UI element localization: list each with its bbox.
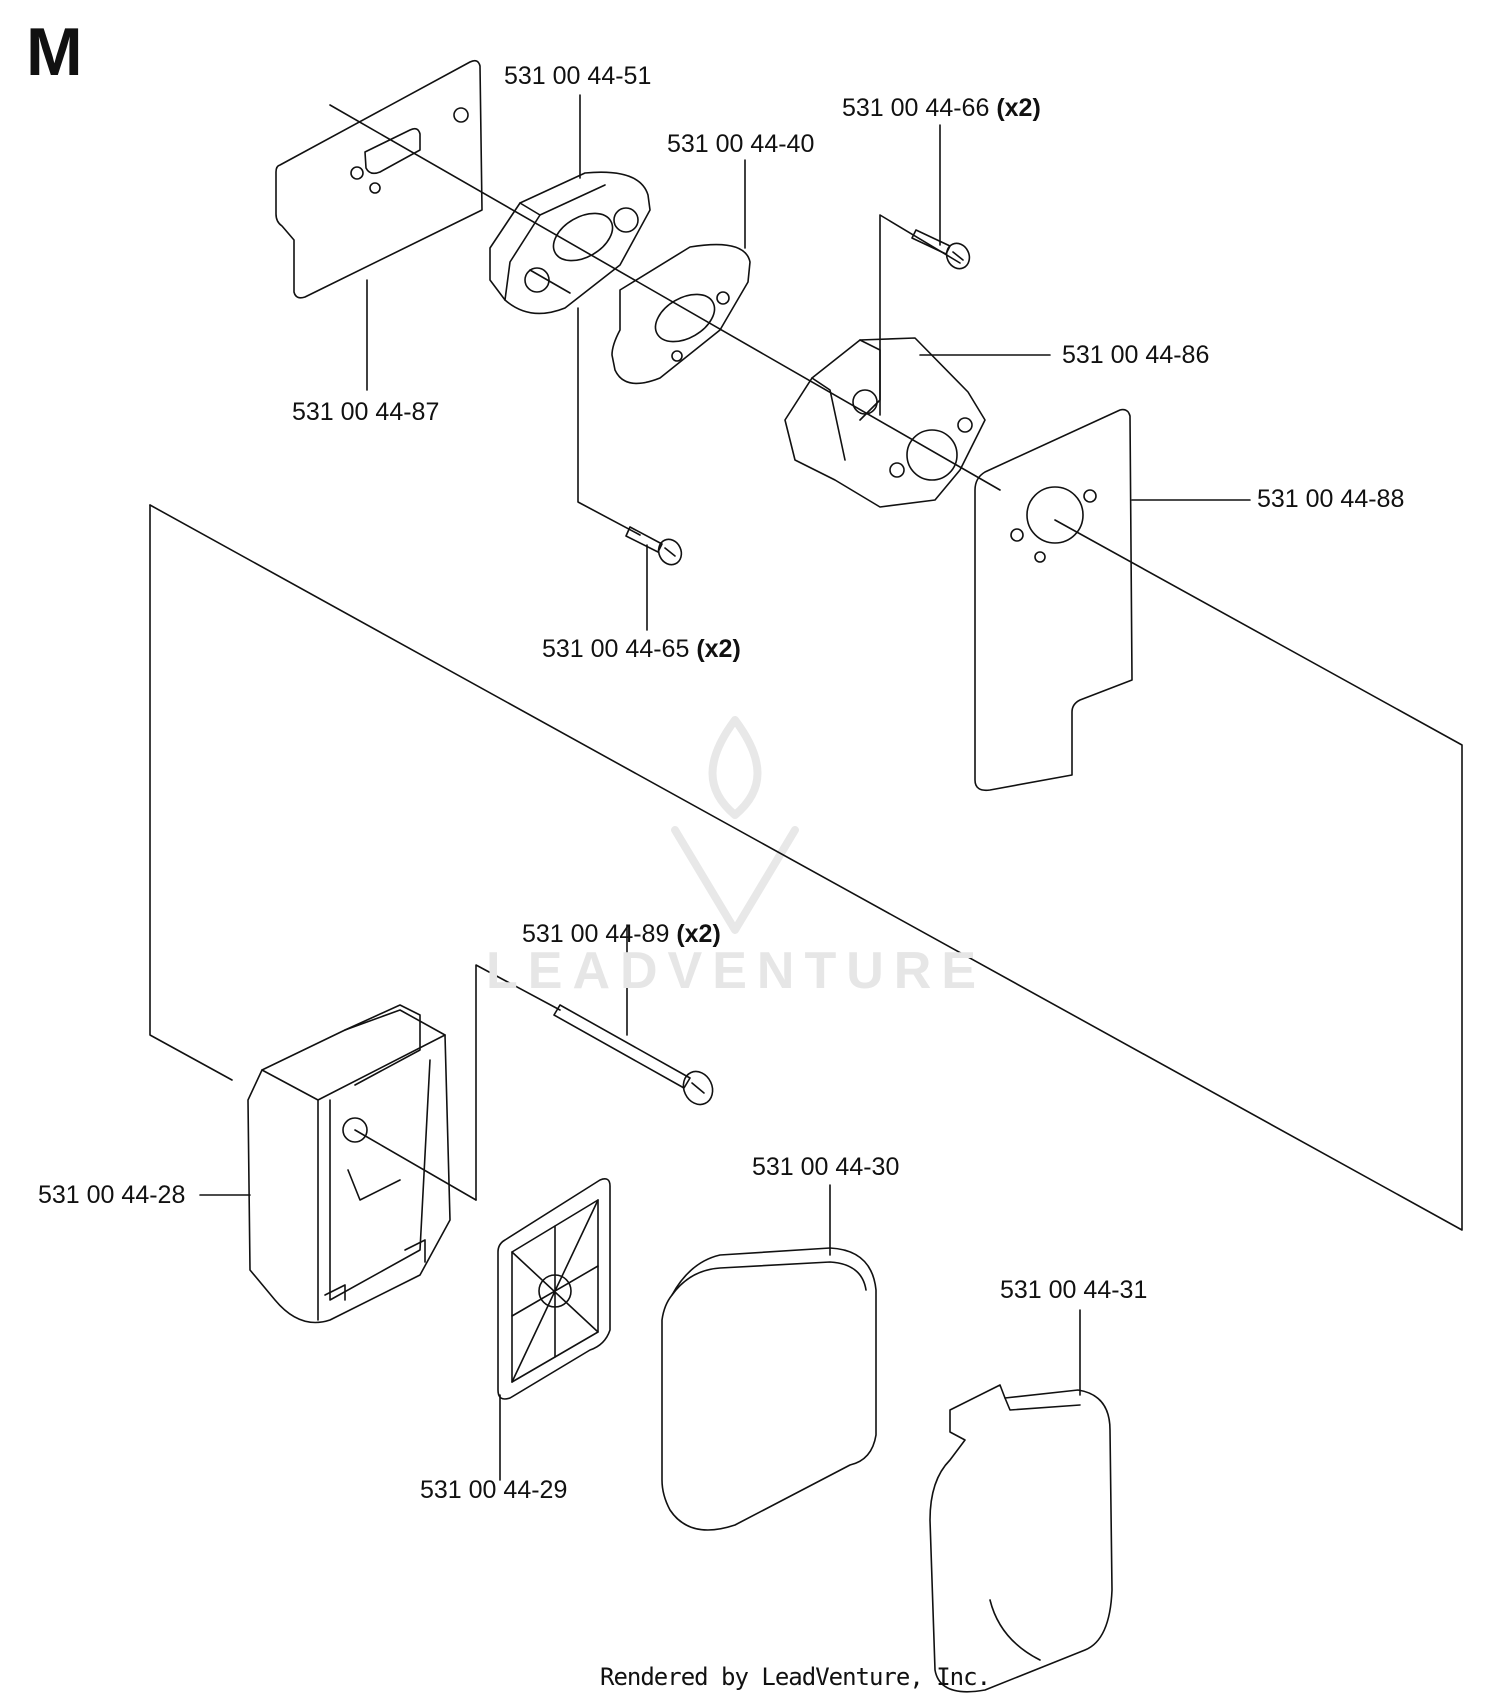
part-label-531-00-44-51[interactable]: 531 00 44-51	[504, 64, 651, 89]
part-label-531-00-44-30[interactable]: 531 00 44-30	[752, 1155, 899, 1180]
spacer-51-hole	[613, 207, 639, 233]
gasket-87-hole	[453, 107, 469, 123]
part-number: 531 00 44-88	[1257, 485, 1405, 513]
gasket-87-port	[364, 127, 421, 175]
part-number: 531 00 44-30	[752, 1153, 900, 1181]
gasket-40-hole	[716, 291, 730, 305]
part-label-531-00-44-31[interactable]: 531 00 44-31	[1000, 1278, 1147, 1303]
filter-29	[497, 1178, 611, 1400]
spacer-51-port	[552, 212, 614, 262]
part-label-531-00-44-88[interactable]: 531 00 44-88	[1257, 487, 1404, 512]
screw-89	[553, 1004, 714, 1106]
part-quantity: (x2)	[676, 920, 721, 948]
gasket-88	[974, 408, 1133, 792]
housing-28	[247, 1009, 451, 1324]
gasket-88-port	[1026, 486, 1084, 544]
assembly-plane	[149, 504, 1463, 1231]
screw-65	[625, 526, 683, 566]
adaptor-86	[784, 337, 986, 508]
part-number: 531 00 44-86	[1062, 341, 1210, 369]
footer-credit: Rendered by LeadVenture, Inc.	[600, 1663, 991, 1691]
gasket-87	[275, 59, 483, 299]
watermark-text: LEADVENTURE	[486, 942, 987, 1000]
part-number: 531 00 44-28	[38, 1181, 186, 1209]
spacer-51	[489, 171, 651, 315]
part-number: 531 00 44-40	[667, 130, 815, 158]
gasket-40-port	[654, 293, 716, 343]
housing-28-boss	[342, 1117, 368, 1143]
part-number: 531 00 44-66	[842, 94, 990, 122]
part-quantity: (x2)	[696, 635, 741, 663]
gasket-40	[611, 243, 751, 385]
part-label-531-00-44-86[interactable]: 531 00 44-86	[1062, 343, 1209, 368]
part-number: 531 00 44-65	[542, 635, 690, 663]
part-label-531-00-44-65[interactable]: 531 00 44-65 (x2)	[542, 637, 741, 662]
part-quantity: (x2)	[996, 94, 1041, 122]
gasket-88-hole	[1010, 528, 1024, 542]
part-label-531-00-44-28[interactable]: 531 00 44-28	[38, 1183, 185, 1208]
gasket-88-hole	[1083, 489, 1097, 503]
part-label-531-00-44-87[interactable]: 531 00 44-87	[292, 400, 439, 425]
watermark-logo	[671, 716, 799, 934]
gasket-88-hole	[1034, 551, 1046, 563]
screw-66	[911, 229, 971, 270]
part-number: 531 00 44-31	[1000, 1276, 1148, 1304]
part-number: 531 00 44-29	[420, 1476, 568, 1504]
gasket-40-hole	[671, 350, 683, 362]
part-number: 531 00 44-89	[522, 920, 670, 948]
adaptor-86-hole	[957, 417, 973, 433]
adaptor-86-hole	[889, 462, 905, 478]
part-label-531-00-44-89[interactable]: 531 00 44-89 (x2)	[522, 922, 721, 947]
part-label-531-00-44-40[interactable]: 531 00 44-40	[667, 132, 814, 157]
section-letter: M	[26, 14, 83, 90]
foam-filter-30	[661, 1247, 877, 1531]
adaptor-86-port	[906, 429, 958, 481]
part-number: 531 00 44-51	[504, 62, 652, 90]
part-label-531-00-44-66[interactable]: 531 00 44-66 (x2)	[842, 96, 1041, 121]
gasket-87-hole	[369, 182, 381, 194]
gasket-87-hole	[350, 166, 364, 180]
cover-31	[929, 1384, 1113, 1693]
axis-line-upper	[329, 104, 1001, 491]
part-label-531-00-44-29[interactable]: 531 00 44-29	[420, 1478, 567, 1503]
spacer-51-hole	[524, 267, 550, 293]
part-number: 531 00 44-87	[292, 398, 440, 426]
